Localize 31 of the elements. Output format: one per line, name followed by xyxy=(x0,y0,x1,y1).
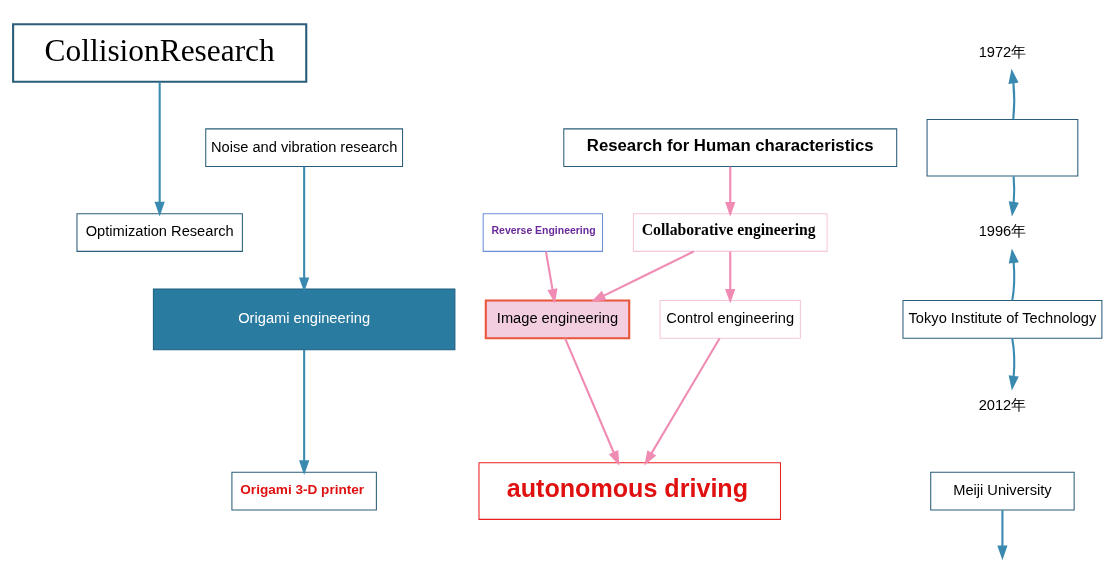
node-box: Tokyo Institute of Technology xyxy=(902,300,1103,339)
node-box: Origami engineering xyxy=(152,288,456,351)
node-text: 1972年 xyxy=(978,43,1027,60)
node-box: Control engineering xyxy=(659,300,801,339)
arrow xyxy=(997,510,1008,561)
node-box: Meiji University xyxy=(930,471,1075,511)
arrow xyxy=(544,251,558,304)
node-box: Collaborative engineering xyxy=(632,213,828,252)
arrow xyxy=(299,166,310,293)
arrow xyxy=(299,350,310,475)
arrow xyxy=(564,337,620,466)
node-box: Reverse Engineering xyxy=(482,213,604,252)
arrow xyxy=(1008,68,1019,120)
node-box: Optimization Research xyxy=(76,213,243,252)
node-box: Image engineering xyxy=(484,299,631,340)
arrow xyxy=(725,251,736,304)
node-text: 2012年 xyxy=(978,397,1027,414)
arrow xyxy=(1008,338,1019,391)
node-box: Noise and vibration research xyxy=(205,128,404,168)
arrow xyxy=(154,82,165,217)
arrow xyxy=(1008,176,1019,217)
node-box: CollisionResearch xyxy=(12,23,308,83)
arrow xyxy=(644,337,721,466)
arrow xyxy=(590,250,695,302)
node-text: 1996年 xyxy=(978,223,1027,240)
node-box: Research for Human characteristics xyxy=(563,128,898,168)
node-box xyxy=(926,118,1079,177)
node-box: Origami 3-D printer xyxy=(231,471,377,511)
node-box: autonomous driving xyxy=(478,462,781,520)
arrow xyxy=(1008,248,1019,301)
arrow xyxy=(725,166,736,217)
